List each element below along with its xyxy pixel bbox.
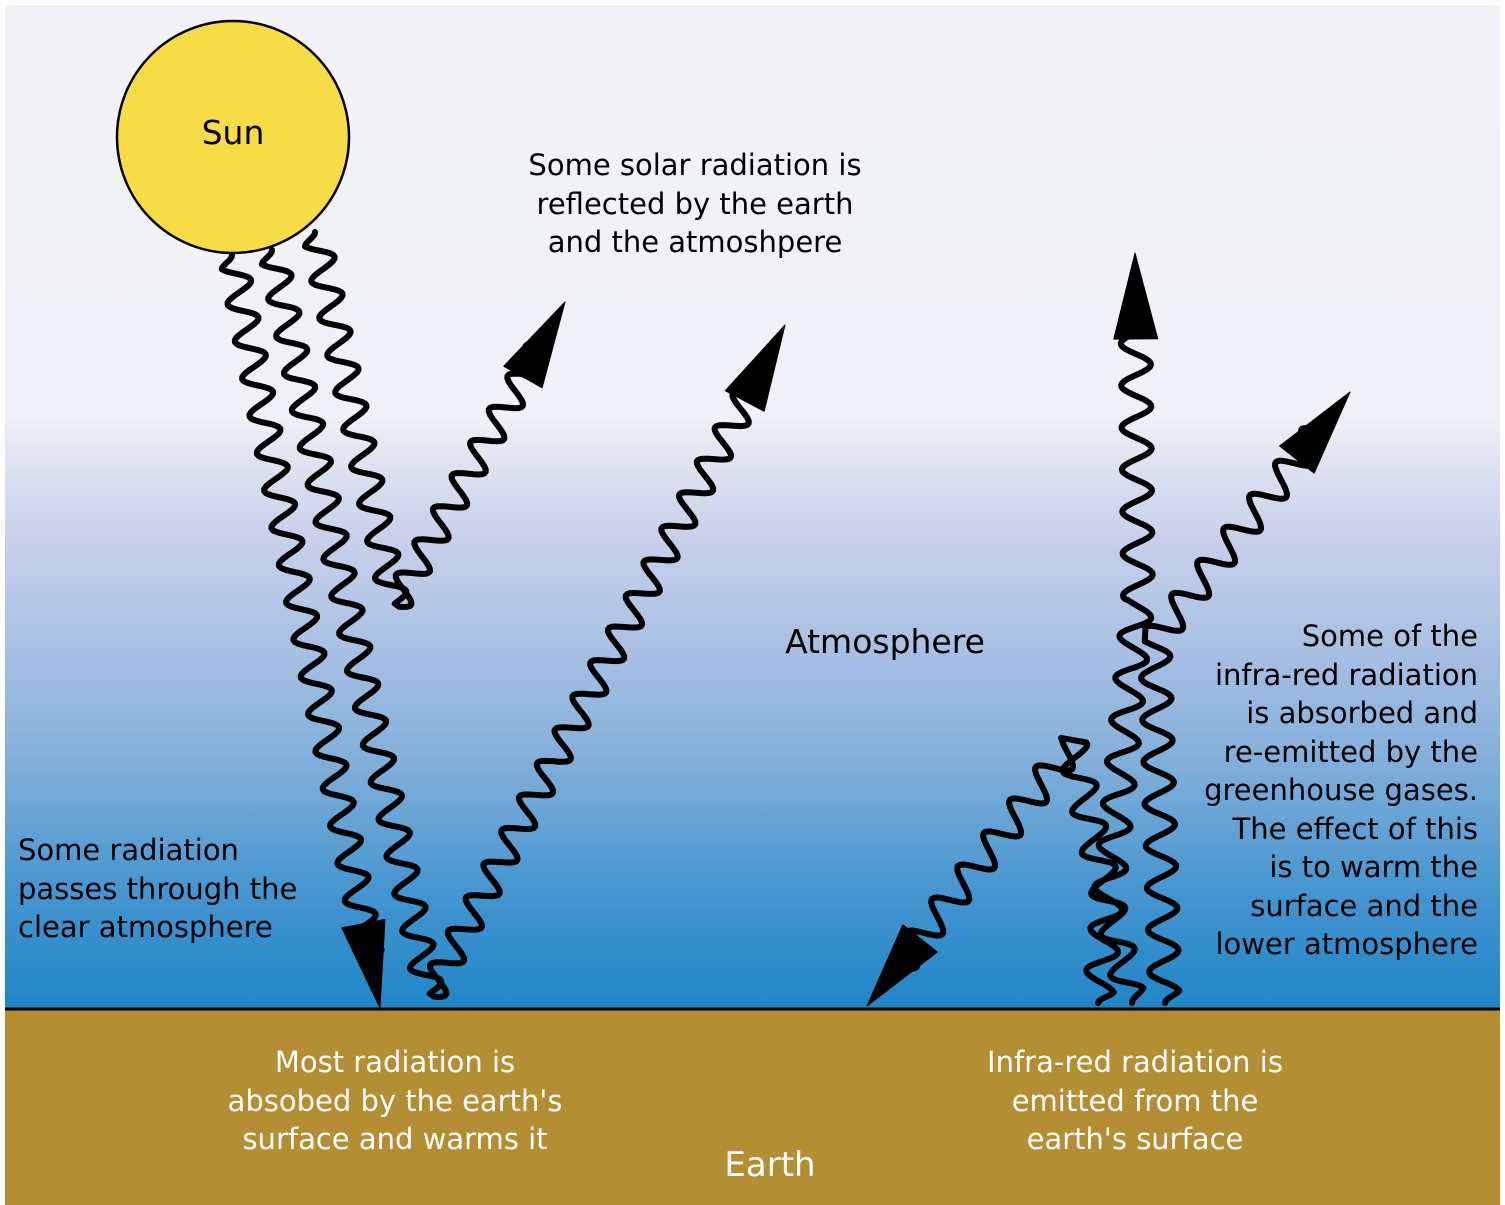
solar-ray-reflected-ground-arrowhead [724,324,786,412]
greenhouse-gases-label: Some of the infra-red radiation is absor… [1204,619,1478,961]
reflected-radiation-label: Some solar radiation is reflected by the… [528,148,862,259]
solar-ray-absorbed-arrowhead [341,918,386,1009]
infrared-ray-reemitted-down [893,734,1147,1006]
infrared-ray-reemitted-up [1138,425,1323,1006]
infrared-ray-escaping-arrowhead [1113,252,1159,340]
passes-through-label: Some radiation passes through the clear … [18,833,298,944]
solar-ray-reflected-atmosphere [302,229,545,610]
absorbed-radiation-label: Most radiation is absobed by the earth's… [227,1045,563,1156]
infrared-emitted-label: Infra-red radiation is emitted from the … [987,1045,1283,1156]
sun-label: Sun [201,113,265,152]
earth-label: Earth [724,1145,816,1185]
solar-ray-reflected-atmosphere-arrowhead [503,301,566,389]
atmosphere-label: Atmosphere [785,622,985,661]
infrared-ray-reemitted-down-arrowhead [866,924,938,1007]
infrared-ray-reemitted-up-arrowhead [1279,391,1351,474]
solar-ray-reflected-ground [258,247,770,1000]
solar-ray-absorbed [218,252,385,965]
earth-surface [5,1008,1500,1205]
